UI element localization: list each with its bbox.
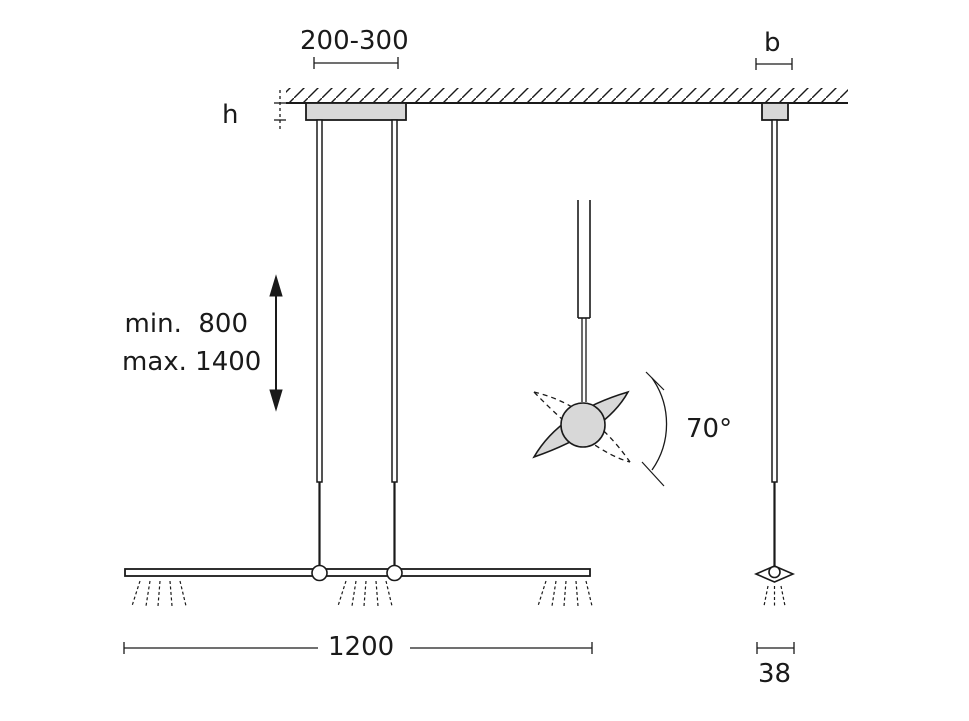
cable-min-label: min. 800 (124, 309, 248, 339)
front-suspension (316, 119, 398, 566)
light-rays (131, 580, 593, 607)
ceiling (286, 88, 848, 104)
cable-max-label: max. 1400 (122, 347, 262, 377)
mount-spacing-dimension (313, 57, 399, 69)
mount-spacing-label: 200-300 (300, 26, 409, 56)
height-adjust-arrow (269, 274, 283, 412)
tilt-angle-label: 70° (686, 414, 733, 444)
canopy-height-label: h (222, 100, 239, 130)
fixture-depth-dimension (756, 642, 795, 654)
fixture-length-dimension (123, 642, 593, 654)
side-view (753, 102, 796, 607)
fixture-bar (124, 564, 591, 582)
canopy-width-dimension (755, 58, 793, 70)
fixture-length-label: 1200 (328, 632, 395, 662)
tilt-detail (532, 200, 668, 487)
canopy-width-label: b (764, 28, 781, 58)
front-canopy (305, 102, 407, 121)
canopy-height-dimension (274, 90, 286, 132)
fixture-depth-label: 38 (758, 659, 792, 689)
